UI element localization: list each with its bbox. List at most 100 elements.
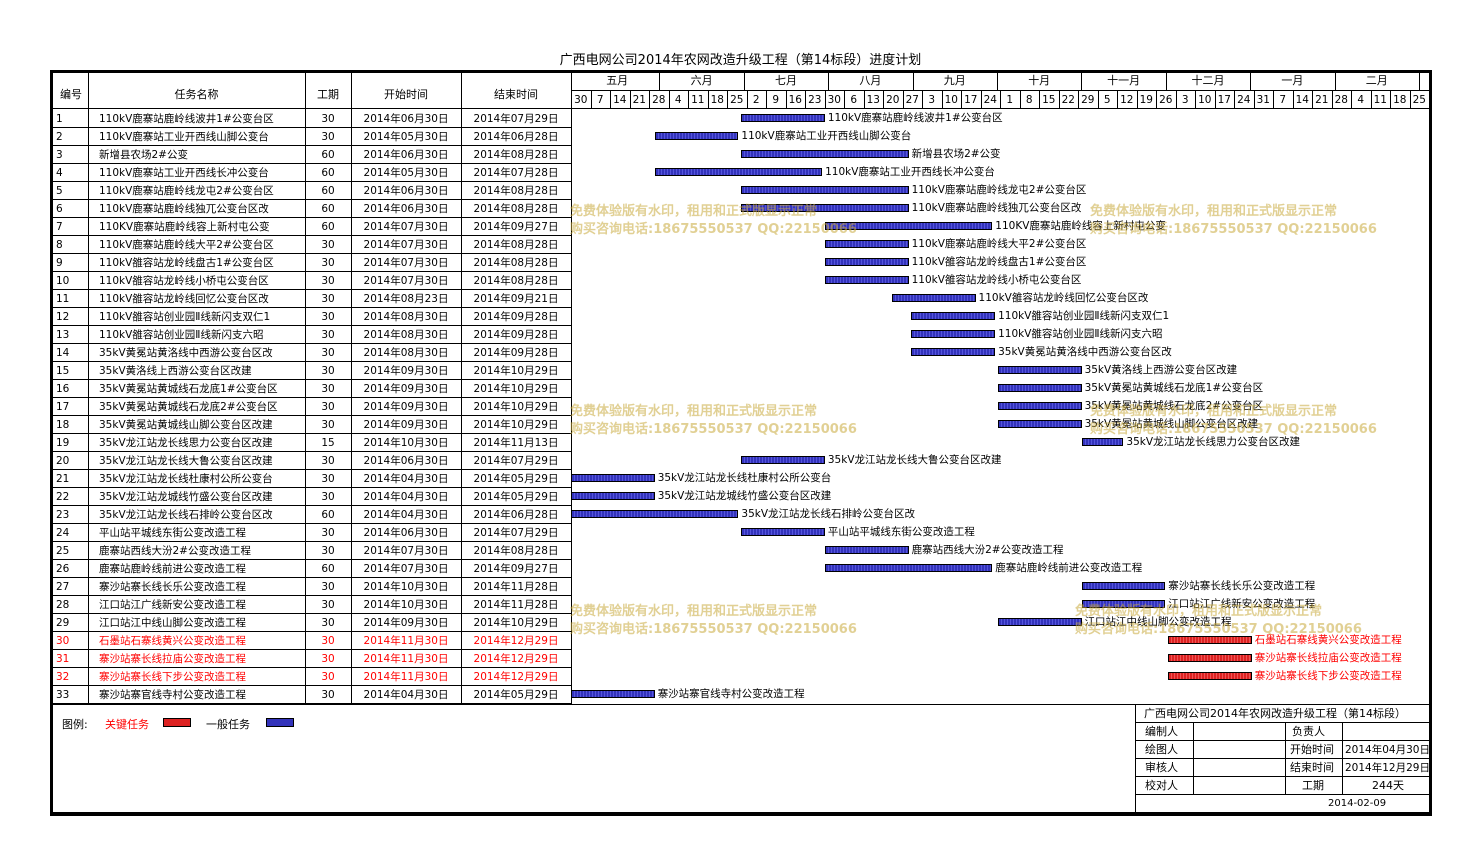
gantt-bar-label: 110kV雒容站龙岭线小桥屯公变台区	[911, 274, 1082, 286]
month-sep	[1419, 73, 1420, 90]
week-tick: 10	[944, 94, 958, 106]
tick-sep	[1214, 91, 1216, 108]
gantt-bar-label: 110kV鹿寨站鹿岭线独兀公变台区改	[911, 202, 1082, 214]
week-tick: 9	[772, 94, 780, 106]
grid-line	[53, 487, 571, 488]
week-tick: 14	[613, 94, 627, 106]
week-tick: 7	[596, 94, 604, 106]
task-end: 2014年10月29日	[473, 419, 559, 431]
signoff-line	[1135, 722, 1429, 723]
gantt-bar	[891, 294, 976, 302]
task-end: 2014年07月29日	[473, 113, 559, 125]
week-tick: 3	[928, 94, 936, 106]
task-start: 2014年09月30日	[363, 401, 449, 413]
task-end: 2014年09月28日	[473, 329, 559, 341]
task-start: 2014年06月30日	[363, 527, 449, 539]
task-duration: 60	[321, 185, 335, 197]
gantt-bar	[571, 690, 655, 698]
task-num: 1	[56, 113, 63, 125]
task-start: 2014年10月30日	[363, 437, 449, 449]
task-name: 寨沙站寨长线下步公变改造工程	[99, 671, 246, 683]
task-num: 7	[56, 221, 63, 233]
gantt-bar-label: 110kV雒容站创业园Ⅱ线新闪支六昭	[998, 328, 1163, 340]
task-end: 2014年08月28日	[473, 275, 559, 287]
task-start: 2014年09月30日	[363, 365, 449, 377]
task-duration: 15	[321, 437, 335, 449]
task-start: 2014年11月30日	[363, 653, 449, 665]
gantt-bar	[741, 114, 825, 122]
task-num: 19	[56, 437, 70, 449]
header-duration: 工期	[317, 88, 339, 101]
week-tick: 26	[1159, 94, 1173, 106]
week-tick: 25	[1412, 94, 1426, 106]
task-start: 2014年04月30日	[363, 473, 449, 485]
task-end: 2014年12月29日	[473, 653, 559, 665]
grid-line	[53, 703, 571, 704]
grid-line	[53, 217, 571, 218]
week-tick: 11	[691, 94, 705, 106]
gantt-bar	[911, 348, 996, 356]
week-tick: 27	[905, 94, 919, 106]
task-end: 2014年11月28日	[473, 581, 559, 593]
gantt-bar-label: 35kV龙江站龙长线杜康村公所公变台	[657, 472, 832, 484]
task-end: 2014年09月27日	[473, 563, 559, 575]
signoff-drafter-label: 绘图人	[1145, 743, 1178, 756]
tick-sep	[1175, 91, 1177, 108]
task-end: 2014年07月29日	[473, 455, 559, 467]
gantt-bar	[1081, 438, 1124, 446]
gantt-bar	[824, 258, 909, 266]
task-num: 18	[56, 419, 70, 431]
task-name: 35kV黄洛线上西游公变台区改建	[99, 365, 252, 377]
signoff-line	[1135, 794, 1429, 795]
task-end: 2014年10月29日	[473, 365, 559, 377]
month-label: 十二月	[1191, 74, 1225, 87]
signoff-line	[1135, 704, 1429, 705]
gantt-bar	[911, 330, 996, 338]
month-label: 十月	[1028, 74, 1051, 87]
grid-line	[305, 73, 306, 704]
gantt-bar-label: 新增县农场2#公变	[911, 148, 1001, 160]
tick-sep	[902, 91, 904, 108]
task-name: 35kV黄冕站黄城线石龙底2#公变台区	[99, 401, 278, 413]
grid-line	[53, 469, 571, 470]
week-tick: 25	[730, 94, 744, 106]
task-end: 2014年10月29日	[473, 401, 559, 413]
gantt-bar-label: 110kV鹿寨站工业开西线山脚公变台	[741, 130, 912, 142]
task-name: 110kV鹿寨站鹿岭线独兀公变台区改	[99, 203, 269, 215]
task-name: 鹿寨站西线大汾2#公变改造工程	[99, 545, 251, 557]
task-name: 寨沙站寨长线长乐公变改造工程	[99, 581, 246, 593]
task-end: 2014年06月28日	[473, 509, 559, 521]
gantt-bar-label: 35kV黄冕站黄城线山脚公变台区改建	[1084, 418, 1259, 430]
tick-sep	[629, 91, 631, 108]
week-tick: 23	[808, 94, 822, 106]
month-sep	[1250, 73, 1252, 90]
week-tick: 7	[1279, 94, 1287, 106]
month-label: 八月	[859, 74, 882, 87]
week-tick: 14	[1295, 94, 1309, 106]
gantt-bar	[911, 312, 996, 320]
task-end: 2014年08月28日	[473, 257, 559, 269]
task-duration: 30	[321, 473, 335, 485]
week-tick: 16	[788, 94, 802, 106]
tick-sep	[1331, 91, 1333, 108]
task-duration: 30	[321, 419, 335, 431]
task-num: 13	[56, 329, 70, 341]
tick-sep	[1097, 91, 1099, 108]
month-label: 九月	[943, 74, 966, 87]
month-label: 七月	[774, 74, 797, 87]
week-tick: 4	[1357, 94, 1365, 106]
gantt-bar-label: 35kV黄冕站黄洛线中西游公变台区改	[998, 346, 1172, 358]
task-name: 110kV雒容站龙岭线盘古1#公变台区	[99, 257, 274, 269]
gantt-bar-label: 110KV鹿寨站鹿岭线容上新村屯公变	[995, 220, 1166, 232]
gantt-bar-label: 鹿寨站西线大汾2#公变改造工程	[911, 544, 1064, 556]
week-tick: 28	[1334, 94, 1348, 106]
task-start: 2014年09月30日	[363, 419, 449, 431]
tick-sep	[590, 91, 592, 108]
signoff-checker-label: 校对人	[1145, 779, 1178, 792]
task-start: 2014年08月30日	[363, 329, 449, 341]
signoff-reviewer-label: 审核人	[1145, 761, 1178, 774]
tick-sep	[727, 91, 728, 108]
gantt-bar-label: 35kV黄冕站黄城线石龙底2#公变台区	[1084, 400, 1264, 412]
task-start: 2014年08月23日	[363, 293, 449, 305]
grid-line	[53, 613, 571, 614]
